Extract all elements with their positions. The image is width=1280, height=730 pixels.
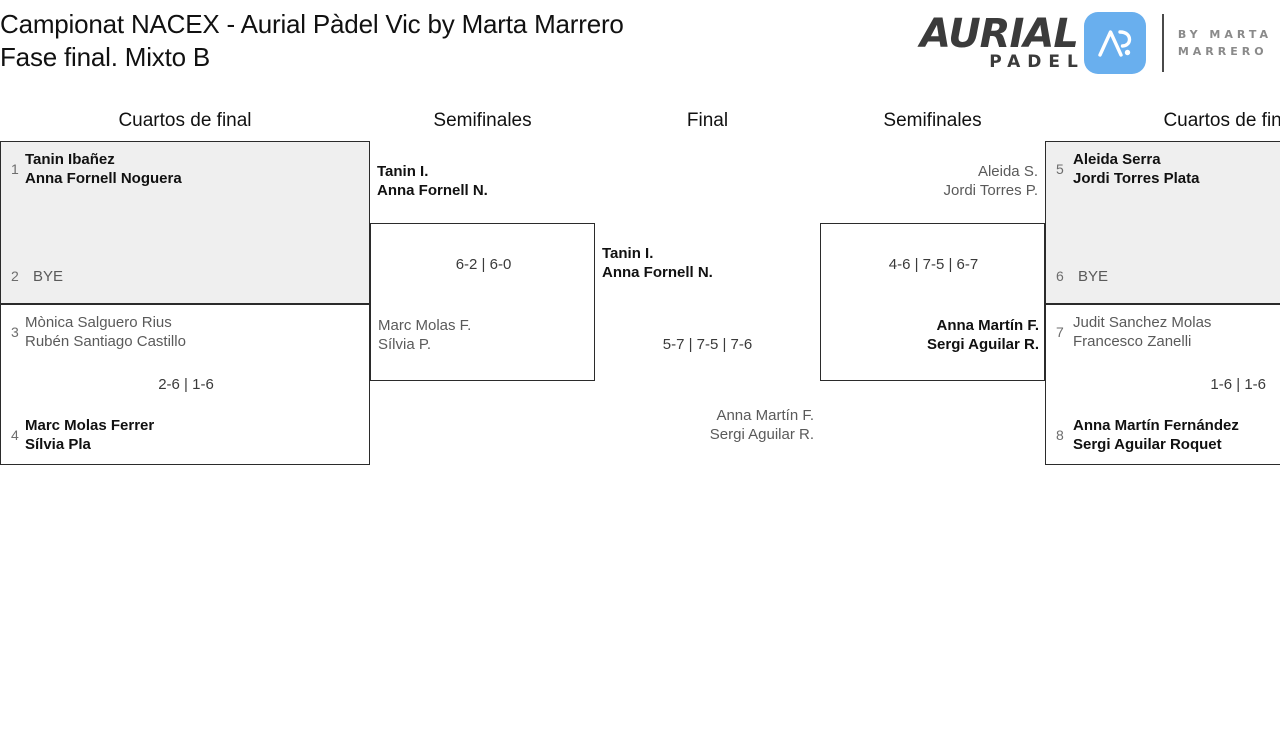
team-name-line-1: Tanin I. — [602, 245, 654, 262]
team-name-line-2: Sergi Aguilar R. — [709, 426, 814, 443]
team-seed-6[interactable]: 6 BYE — [1056, 267, 1108, 286]
tournament-title-line-1: Campionat NACEX - Aurial Pàdel Vic by Ma… — [0, 9, 624, 39]
team-seed-2[interactable]: 2 BYE — [11, 267, 63, 286]
match-box-right-quarter-2[interactable]: 7 Judit Sanchez Molas Francesco Zanelli … — [1045, 304, 1280, 465]
team-name-line-1: Anna Martín F. — [936, 317, 1039, 334]
team-name-line-1: Marc Molas Ferrer — [25, 417, 155, 434]
logo-wordmark: AURIAL PADEL — [920, 11, 1079, 72]
team-seed-3[interactable]: 3 Mònica Salguero Rius Rubén Santiago Ca… — [11, 313, 186, 351]
right-semi-loser[interactable]: Aleida S. Jordi Torres P. — [820, 162, 1039, 200]
final-runner-up[interactable]: Anna Martín F. Sergi Aguilar R. — [595, 406, 814, 444]
team-seed-1[interactable]: 1 Tanin Ibañez Anna Fornell Noguera — [11, 150, 182, 188]
logo-divider — [1161, 14, 1164, 72]
team-seed-7[interactable]: 7 Judit Sanchez Molas Francesco Zanelli — [1056, 313, 1211, 351]
match-box-left-semi[interactable]: 6-2 | 6-0 Marc Molas F. Sílvia P. — [370, 223, 595, 381]
round-header-right-quarter: Cuartos de final — [1163, 110, 1280, 131]
team-name-line-2: Rubén Santiago Castillo — [25, 333, 186, 350]
team-name-bye: BYE — [33, 268, 64, 285]
seed-number-3: 3 — [11, 324, 19, 340]
ap-monogram-icon — [1083, 12, 1146, 74]
page-header: Campionat NACEX - Aurial Pàdel Vic by Ma… — [0, 0, 1280, 88]
team-name-line-2: Anna Fornell N. — [377, 182, 488, 199]
round-header-left-semi: Semifinales — [433, 110, 532, 131]
logo-byline-line-1: BY MARTA — [1177, 28, 1272, 41]
logo-sub-text: PADEL — [989, 52, 1085, 72]
team-name-bye: BYE — [1078, 268, 1109, 285]
left-semi-loser[interactable]: Marc Molas F. Sílvia P. — [378, 316, 471, 354]
match-score-left-quarter-2: 2-6 | 1-6 — [158, 376, 214, 393]
seed-number-5: 5 — [1056, 161, 1064, 177]
right-semi-winner[interactable]: Anna Martín F. Sergi Aguilar R. — [821, 316, 1039, 354]
tournament-title-line-2: Fase final. Mixto B — [0, 42, 211, 72]
match-score-right-semi: 4-6 | 7-5 | 6-7 — [888, 256, 979, 273]
match-score-final: 5-7 | 7-5 | 7-6 — [662, 336, 753, 353]
team-name-line-1: Judit Sanchez Molas — [1073, 314, 1212, 331]
seed-number-1: 1 — [11, 161, 19, 177]
team-name-line-2: Sergi Aguilar R. — [927, 336, 1039, 353]
team-name-line-2: Anna Fornell N. — [602, 264, 713, 281]
team-name-line-2: Jordi Torres P. — [943, 182, 1039, 199]
team-name-line-1: Anna Martín F. — [716, 407, 814, 424]
round-header-left-quarter: Cuartos de final — [118, 110, 252, 131]
team-name-line-2: Francesco Zanelli — [1073, 333, 1192, 350]
team-name-line-2: Anna Fornell Noguera — [25, 170, 182, 187]
final-winner[interactable]: Tanin I. Anna Fornell N. — [602, 244, 713, 282]
team-name-line-2: Sergi Aguilar Roquet — [1073, 436, 1222, 453]
seed-number-8: 8 — [1056, 427, 1064, 443]
logo-byline-line-2: MARRERO — [1177, 45, 1268, 58]
aurial-padel-logo: AURIAL PADEL BY MARTA MARRERO — [920, 6, 1272, 80]
match-score-left-semi: 6-2 | 6-0 — [455, 256, 512, 273]
team-seed-5[interactable]: 5 Aleida Serra Jordi Torres Plata — [1056, 150, 1199, 188]
team-name-line-1: Mònica Salguero Rius — [25, 314, 172, 331]
logo-brand-text: AURIAL — [920, 11, 1079, 57]
team-name-line-1: Aleida Serra — [1073, 151, 1161, 168]
seed-number-2: 2 — [11, 268, 19, 284]
team-name-line-2: Sílvia Pla — [25, 436, 91, 453]
team-name-line-2: Jordi Torres Plata — [1073, 170, 1200, 187]
team-name-line-2: Sílvia P. — [378, 336, 432, 353]
team-name-line-1: Anna Martín Fernández — [1073, 417, 1239, 434]
team-name-line-1: Aleida S. — [977, 163, 1038, 180]
team-seed-8[interactable]: 8 Anna Martín Fernández Sergi Aguilar Ro… — [1056, 416, 1239, 454]
round-header-final: Final — [686, 110, 729, 131]
left-semi-winner[interactable]: Tanin I. Anna Fornell N. — [377, 162, 488, 200]
seed-number-6: 6 — [1056, 268, 1064, 284]
logo-byline: BY MARTA MARRERO — [1178, 26, 1272, 60]
team-seed-4[interactable]: 4 Marc Molas Ferrer Sílvia Pla — [11, 416, 154, 454]
match-box-right-semi[interactable]: 4-6 | 7-5 | 6-7 Anna Martín F. Sergi Agu… — [820, 223, 1045, 381]
page-title: Campionat NACEX - Aurial Pàdel Vic by Ma… — [0, 8, 760, 74]
seed-number-4: 4 — [11, 427, 19, 443]
match-box-right-quarter-1[interactable]: 5 Aleida Serra Jordi Torres Plata 6 BYE — [1045, 141, 1280, 304]
team-name-line-1: Marc Molas F. — [378, 317, 472, 334]
team-name-line-1: Tanin I. — [377, 163, 429, 180]
match-box-left-quarter-2[interactable]: 3 Mònica Salguero Rius Rubén Santiago Ca… — [0, 304, 370, 465]
match-box-left-quarter-1[interactable]: 1 Tanin Ibañez Anna Fornell Noguera 2 BY… — [0, 141, 370, 304]
team-name-line-1: Tanin Ibañez — [25, 151, 115, 168]
round-header-right-semi: Semifinales — [883, 110, 982, 131]
match-score-right-quarter-2: 1-6 | 1-6 — [1210, 376, 1266, 393]
seed-number-7: 7 — [1056, 324, 1064, 340]
